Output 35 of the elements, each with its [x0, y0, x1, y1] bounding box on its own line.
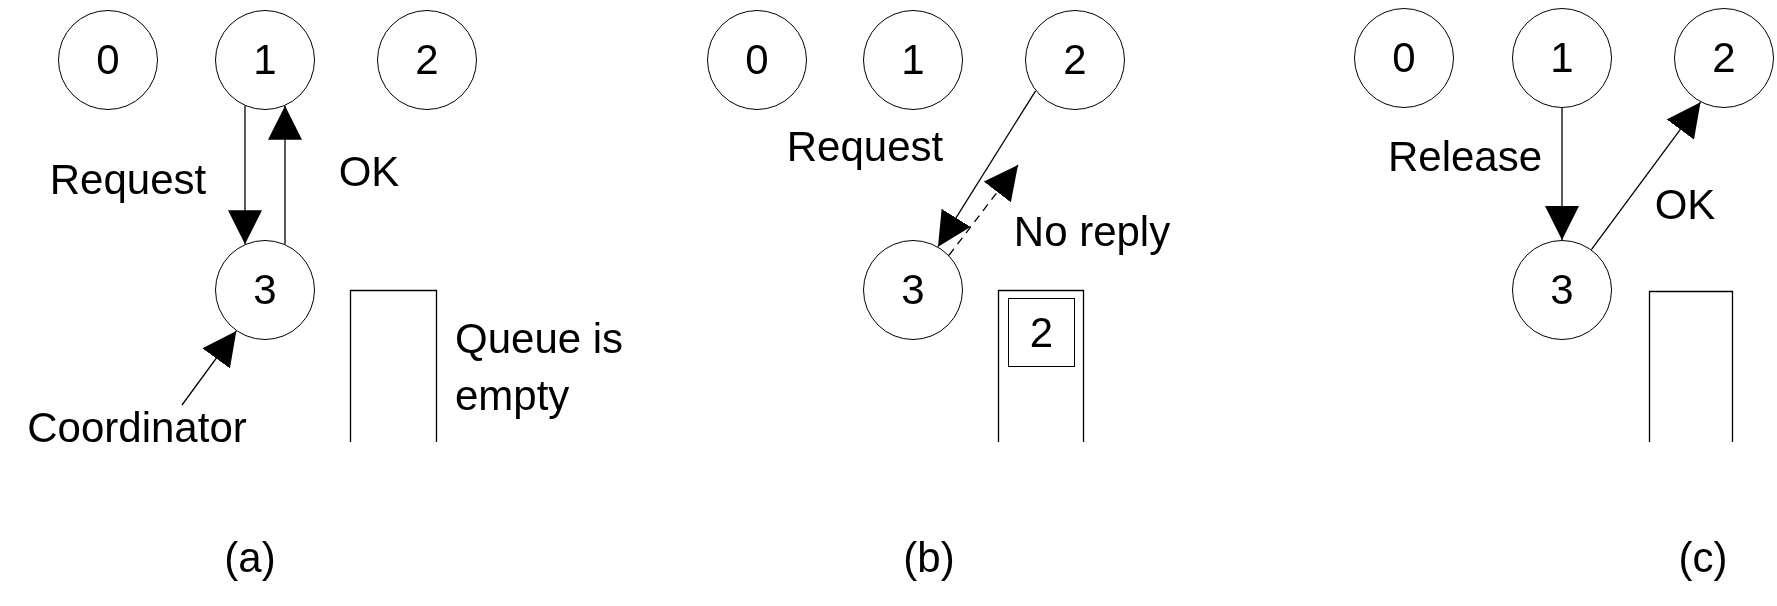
edge-label: No reply [1013, 211, 1171, 253]
node-number: 2 [1712, 37, 1736, 79]
node-number: 3 [1550, 269, 1574, 311]
panel-caption: (c) [1678, 537, 1728, 579]
node-number: 2 [1029, 311, 1054, 354]
node-number: 2 [415, 39, 439, 81]
edge-label: Release [1387, 136, 1543, 178]
message-arrow [937, 90, 1037, 248]
node-number: 0 [745, 39, 769, 81]
node-number: 0 [96, 39, 120, 81]
queue-entry-box [1008, 298, 1075, 367]
message-arrow [228, 105, 262, 245]
node-number: 1 [253, 39, 277, 81]
node-number: 1 [1550, 37, 1574, 79]
leader-line [181, 330, 237, 406]
node-number: 3 [253, 269, 277, 311]
edge-label: Request [786, 126, 944, 168]
node-number: 1 [901, 39, 925, 81]
node-label: Coordinator [12, 405, 262, 451]
message-arrow [948, 164, 1019, 256]
message-arrow [268, 105, 302, 245]
queue-drawing [350, 290, 437, 442]
edge-label: Request [49, 159, 207, 201]
queue-drawing [998, 290, 1084, 442]
message-arrow [1545, 107, 1579, 241]
node-number: 2 [1063, 39, 1087, 81]
message-arrow [1590, 101, 1702, 251]
node-number: 3 [901, 269, 925, 311]
edge-label: OK [338, 151, 400, 193]
panel-caption: (a) [224, 537, 276, 579]
edge-label: OK [1654, 184, 1716, 226]
queue-note: Queue is empty [455, 314, 625, 421]
queue-drawing [1649, 291, 1733, 442]
node-number: 0 [1392, 37, 1416, 79]
panel-caption: (b) [903, 537, 955, 579]
